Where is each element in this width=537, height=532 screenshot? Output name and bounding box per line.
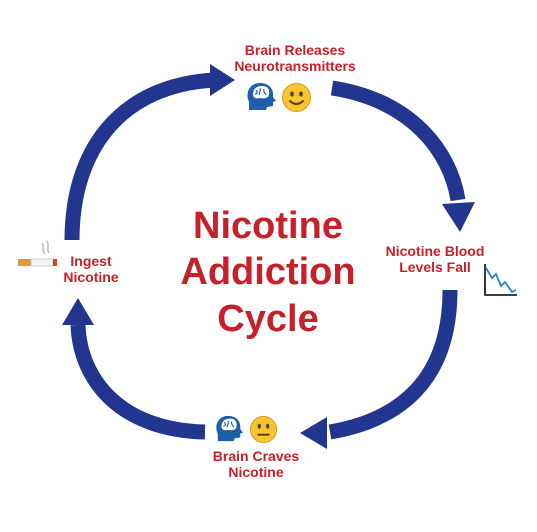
stage-brain-craves-line-2: Nicotine — [228, 464, 284, 481]
brain-head-icon — [247, 83, 276, 110]
arrowhead-bottom — [300, 417, 327, 449]
stage-ingest-line-1: Ingest — [70, 253, 112, 269]
diagram-title: Nicotine Addiction Cycle — [168, 203, 368, 342]
arrow-ingest-to-release — [64, 72, 216, 241]
stage-brain-releases-line-1: Brain Releases — [244, 42, 346, 58]
arrowhead-right — [442, 202, 475, 232]
stage-brain-releases-line-2: Neurotransmitters — [234, 58, 356, 75]
stage-blood-levels-line-1: Nicotine Blood — [385, 243, 485, 259]
stage-blood-levels: Nicotine Blood Levels Fall — [375, 243, 495, 275]
stage-brain-craves: Brain Craves Nicotine — [186, 448, 326, 480]
stage-brain-releases: Brain Releases Neurotransmitters — [210, 42, 380, 74]
title-line-1: Nicotine — [193, 205, 343, 247]
falling-line-chart-icon — [484, 264, 517, 296]
title-line-2: Addiction — [180, 251, 356, 294]
arrowhead-top — [210, 64, 235, 96]
cigarette-icon — [18, 240, 57, 267]
arrowhead-left — [62, 298, 94, 325]
happy-face-icon — [282, 83, 311, 112]
neutral-face-icon — [249, 415, 278, 444]
stage-ingest-line-2: Nicotine — [63, 269, 119, 286]
stage-brain-craves-line-1: Brain Craves — [212, 448, 300, 464]
stage-ingest: Ingest Nicotine — [56, 253, 126, 285]
arrow-craves-to-ingest — [70, 324, 206, 440]
arrow-release-to-bloodlevels — [330, 80, 466, 202]
brain-head-icon — [216, 415, 244, 442]
arrow-bloodlevels-to-craves — [328, 289, 458, 440]
title-line-3: Cycle — [217, 297, 319, 340]
stage-blood-levels-line-2: Levels Fall — [399, 259, 471, 276]
